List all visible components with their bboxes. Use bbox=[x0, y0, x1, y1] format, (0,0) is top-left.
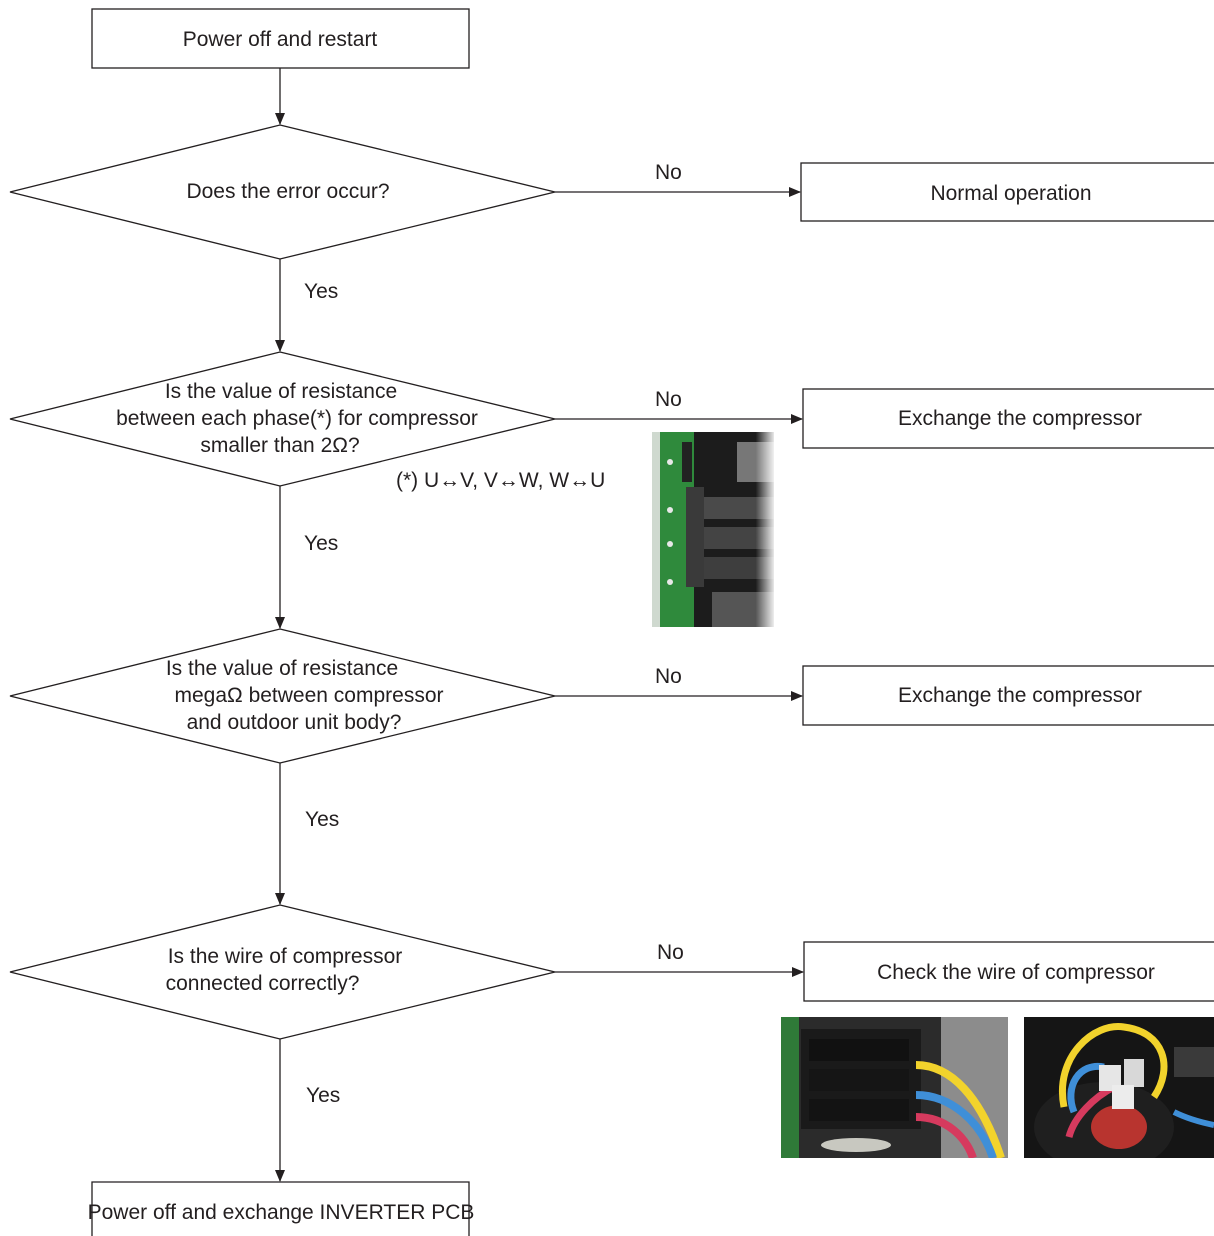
decision-3-yes-label: Yes bbox=[305, 808, 340, 831]
decision-4-question: Is the wire of compressor connected corr… bbox=[158, 943, 403, 997]
start-box-shape bbox=[91, 8, 470, 69]
decision-4-no-label: No bbox=[657, 941, 684, 964]
decision-3-line-3: and outdoor unit body? bbox=[186, 711, 402, 734]
decision-2-question: Is the value of resistance between each … bbox=[116, 378, 478, 459]
decision-3-no-label: No bbox=[655, 665, 682, 688]
decision-2-line-1: Is the value of resistance bbox=[164, 380, 398, 403]
decision-3-line-1: Is the value of resistance bbox=[165, 657, 399, 680]
decision-2-no-label: No bbox=[655, 388, 682, 411]
result-box-4-shape bbox=[803, 941, 1214, 1002]
decision-2-line-2: between each phase(*) for compressor bbox=[116, 407, 478, 430]
decision-1-no-label: No bbox=[655, 161, 682, 184]
decision-2-line-3: smaller than 2Ω? bbox=[200, 434, 360, 457]
compressor-terminal-photo bbox=[1024, 1017, 1214, 1158]
decision-4-yes-label: Yes bbox=[306, 1084, 341, 1107]
start-box-label: Power off and restart bbox=[182, 28, 378, 51]
result-3-label: Exchange the compressor bbox=[898, 684, 1142, 707]
wire-connector-photo bbox=[781, 1017, 1008, 1158]
pcb-terminal-photo bbox=[652, 432, 774, 627]
result-box-3-shape bbox=[802, 665, 1214, 726]
result-4-label: Check the wire of compressor bbox=[877, 961, 1155, 984]
result-box-2-shape bbox=[802, 388, 1214, 449]
result-2-label: Exchange the compressor bbox=[898, 407, 1142, 430]
decision-3-line-2: megaΩ between compressor bbox=[174, 684, 444, 707]
decision-4-line-2: connected correctly? bbox=[165, 972, 360, 995]
decision-4-line-1: Is the wire of compressor bbox=[167, 945, 403, 968]
end-box-label: Power off and exchange INVERTER PCB bbox=[87, 1201, 475, 1224]
decision-2-yes-label: Yes bbox=[304, 532, 339, 555]
result-1-label: Normal operation bbox=[930, 182, 1092, 205]
decision-1-yes-label: Yes bbox=[304, 280, 339, 303]
end-box-shape bbox=[91, 1181, 470, 1236]
decision-1-question: Does the error occur? bbox=[186, 180, 390, 203]
decision-3-question: Is the value of resistance megaΩ between… bbox=[157, 655, 444, 736]
phase-note: (*) U↔V, V↔W, W↔U bbox=[396, 469, 606, 492]
result-box-1-shape bbox=[800, 162, 1214, 222]
